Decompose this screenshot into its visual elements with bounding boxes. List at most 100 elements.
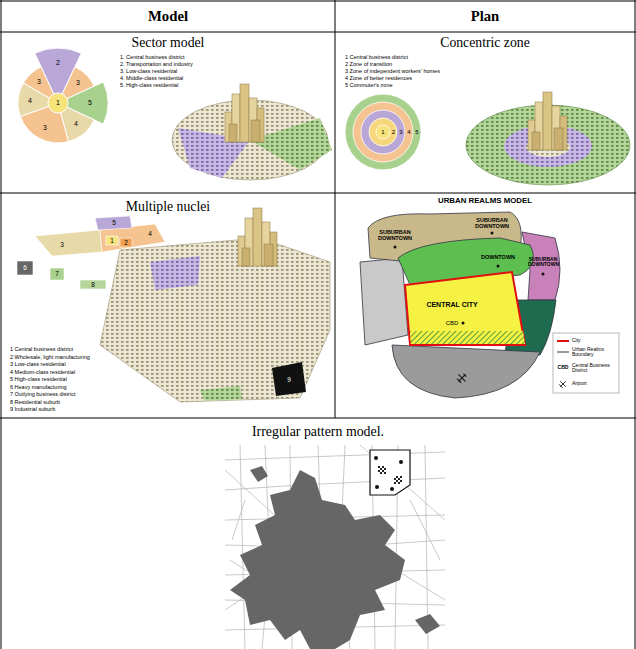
- urban-realms-map: [392, 345, 540, 398]
- cell-title: Irregular pattern model.: [1, 424, 635, 440]
- concentric-city: [466, 92, 630, 185]
- key-entry: 5 High-class residential: [10, 377, 67, 383]
- legend-text: Urban Realms Boundary: [572, 346, 604, 357]
- nuclei-layers: [120, 238, 132, 247]
- urban-realms-map: [394, 232, 545, 325]
- key-entry: 2 Wholesale, light manufacturing: [10, 355, 90, 361]
- key-entry: 3. Low-class residential: [120, 69, 177, 75]
- cell-title: Sector model: [1, 35, 335, 51]
- table-grid: [635, 0, 636, 649]
- key-entry: 2 Zone of transition: [345, 62, 392, 68]
- region-label: SUBURBAN DOWNTOWN: [374, 230, 416, 242]
- irregular-map: [374, 456, 403, 491]
- nuclei-layers: [95, 216, 132, 230]
- region-label: CENTRAL CITY: [426, 301, 477, 308]
- nuclei-layers: [80, 280, 106, 289]
- irregular-map: [250, 466, 268, 482]
- table-grid: [0, 32, 636, 33]
- concentric-rings: [369, 118, 397, 146]
- irregular-map: [360, 445, 445, 520]
- urban-realms-legend-box: [557, 378, 568, 389]
- key-entry: 9 Industrial suburb: [10, 407, 55, 413]
- key-entry: 4. Middle-class residential: [120, 76, 183, 82]
- urban-realms-map: [405, 272, 525, 345]
- callout-number: 4: [407, 129, 410, 135]
- nuclei-city: [100, 208, 330, 402]
- region-label: CBD: [446, 320, 459, 326]
- key-entry: 8 Residential suburb: [10, 400, 60, 406]
- nuclei-city: [200, 386, 242, 401]
- cell-title: Concentric zone: [335, 35, 635, 51]
- irregular-map: [378, 466, 386, 474]
- legend-entry: Airport: [572, 381, 612, 386]
- callout-number: 7: [55, 271, 59, 278]
- key-entry: 1 Central business district: [10, 347, 73, 353]
- irregular-map: [232, 500, 245, 540]
- callout-number: 1: [56, 99, 60, 106]
- legend-text: Central Business District: [572, 362, 610, 373]
- key-entry: 7 Outlying business district: [10, 392, 75, 398]
- legend-entry: Urban Realms Boundary: [572, 347, 612, 358]
- sector-city: [172, 84, 332, 180]
- callout-number: 2: [56, 59, 60, 66]
- callout-number: 4: [74, 120, 78, 127]
- key-entry: 3 Low-class residential: [10, 362, 66, 368]
- concentric-rings: [353, 102, 413, 162]
- column-header: Model: [1, 8, 335, 25]
- key-entry: 5 Commuter's zone: [345, 83, 393, 89]
- callout-number: 1: [381, 129, 384, 135]
- irregular-map: [394, 476, 402, 484]
- nuclei-layers: [50, 268, 64, 280]
- column-header: Plan: [335, 8, 635, 25]
- key-entry: 4 Zone of better residences: [345, 76, 412, 82]
- callout-number: 5: [112, 220, 116, 227]
- key-entry: 4 Medium-class residential: [10, 370, 75, 376]
- callout-number: 2: [392, 129, 395, 135]
- callout-number: 4: [28, 97, 32, 104]
- irregular-map: [225, 445, 445, 649]
- urban-realms-legend-box: [553, 333, 619, 393]
- key-entry: 1. Central business district: [120, 55, 185, 61]
- nuclei-layers: [106, 236, 118, 245]
- urban-realms-legend-box: [553, 333, 619, 393]
- nuclei-city: [272, 362, 306, 396]
- legend-text: Airport: [572, 380, 587, 386]
- urban-realms-map: [410, 331, 525, 344]
- urban-realms-map: [394, 246, 397, 249]
- callout-number: 1: [110, 237, 114, 244]
- urban-realms-map: [462, 322, 465, 325]
- legend-text: City: [572, 337, 581, 343]
- callout-number: 2: [124, 239, 128, 246]
- irregular-map: [225, 452, 445, 460]
- irregular-map: [370, 450, 410, 495]
- concentric-rings: [345, 94, 421, 170]
- urban-realms-legend-box: [557, 352, 569, 353]
- callout-number: 5: [88, 99, 92, 106]
- irregular-map: [374, 456, 378, 460]
- region-label: SUBURBAN DOWNTOWN: [528, 257, 558, 268]
- urban-realms-legend-box: [557, 340, 569, 342]
- concentric-rings: [361, 110, 405, 154]
- concentric-rings: [376, 125, 390, 139]
- key-entry: 6 Heavy manufacturing: [10, 385, 67, 391]
- callout-number: 4: [148, 231, 152, 238]
- callout-number: 6: [23, 265, 27, 272]
- irregular-map: [399, 460, 403, 464]
- table-grid: [1, 0, 2, 649]
- legend-entry: Central Business District: [572, 363, 616, 374]
- table-cell: Irregular pattern model.: [1, 418, 635, 649]
- urban-realms-map: [455, 371, 469, 385]
- table-cell: Model: [1, 1, 335, 32]
- nuclei-layers: [35, 230, 102, 256]
- urban-realms-map: [491, 232, 494, 235]
- callout-number: 3: [76, 79, 80, 86]
- cell-title: Multiple nuclei: [1, 199, 335, 215]
- cell-title: URBAN REALMS MODEL: [335, 196, 635, 205]
- callout-number: 3: [60, 242, 64, 249]
- irregular-map: [225, 445, 445, 649]
- region-label: DOWNTOWN: [481, 255, 515, 261]
- urban-realms-map: [455, 371, 469, 385]
- nuclei-layers: [17, 261, 33, 275]
